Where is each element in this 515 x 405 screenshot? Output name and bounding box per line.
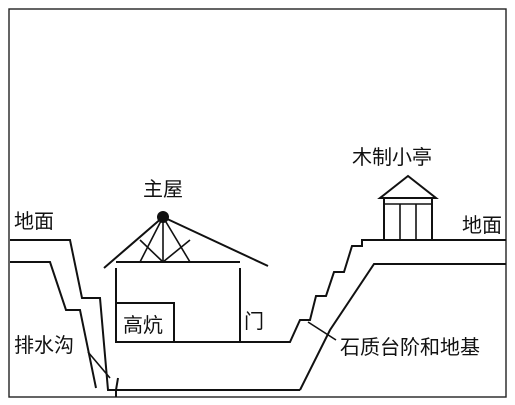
kang-box <box>115 302 175 343</box>
diagram-frame <box>8 8 507 398</box>
label-pavilion: 木制小亭 <box>352 145 432 169</box>
truss-strut-left <box>139 216 164 263</box>
truss-brace-right <box>162 239 191 263</box>
label-drain: 排水沟 <box>14 333 74 357</box>
left-ground-lower <box>10 261 97 389</box>
drain-leader-line <box>87 351 111 379</box>
label-main-house: 主屋 <box>143 177 183 201</box>
label-steps-foundation: 石质台阶和地基 <box>340 335 480 359</box>
steps-leader-line <box>307 321 337 341</box>
label-ground-left: 地面 <box>14 209 54 233</box>
label-kang: 高炕 <box>123 313 163 337</box>
truss-brace-left <box>139 239 164 263</box>
roof-apex-dot <box>157 211 169 223</box>
label-door: 门 <box>244 309 264 333</box>
label-ground-right: 地面 <box>462 213 502 237</box>
pavilion-body <box>383 197 433 241</box>
stone-foundation <box>299 263 506 391</box>
truss-strut-right <box>162 216 191 263</box>
stone-steps <box>268 239 506 343</box>
pavilion-roof <box>377 174 439 199</box>
